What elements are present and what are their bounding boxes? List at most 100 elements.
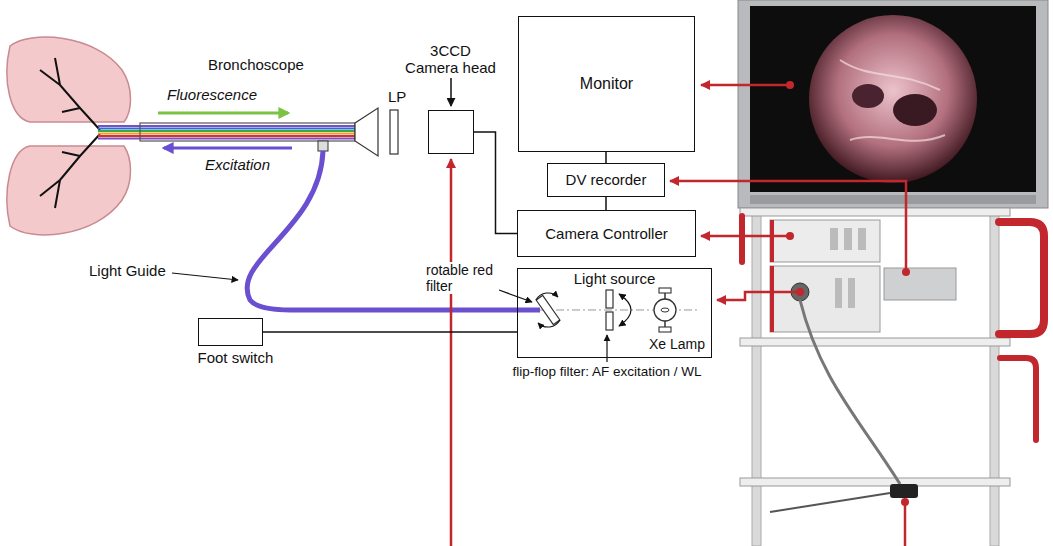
equipment-photo-part bbox=[770, 266, 880, 332]
light-source-parts-part bbox=[659, 327, 671, 332]
part-label: Bronchoscope bbox=[207, 56, 305, 73]
equipment-photo-part bbox=[800, 300, 900, 484]
equipment-photo-part bbox=[740, 478, 1010, 486]
part-label: rotable red filter bbox=[425, 262, 499, 294]
equipment-photo-part bbox=[750, 6, 1036, 192]
flow-arrows bbox=[158, 113, 292, 148]
node-text: 3CCD Camera head bbox=[404, 42, 498, 77]
node-text: DV recorder bbox=[566, 171, 647, 188]
equipment-photo-part bbox=[740, 208, 1010, 216]
node-text: Camera Controller bbox=[545, 225, 668, 242]
leader-lines-part bbox=[499, 290, 532, 302]
connector-line bbox=[474, 132, 517, 234]
light-source-parts-part-part bbox=[536, 295, 560, 324]
red-pointer-lines-part bbox=[796, 288, 804, 296]
red-pointer-lines-part bbox=[701, 235, 790, 238]
monitor-box: Monitor bbox=[518, 16, 695, 152]
light-source-parts bbox=[536, 288, 676, 332]
lp-filter-part bbox=[390, 110, 398, 154]
equipment-photo-part bbox=[740, 338, 1010, 346]
bronchoscope-part bbox=[140, 123, 355, 141]
red-pointer-lines-part bbox=[786, 232, 794, 240]
light-source-parts-part bbox=[619, 294, 631, 326]
equipment-photo-part bbox=[844, 228, 852, 250]
red-pointer-lines-part bbox=[670, 181, 906, 272]
connector-line bbox=[605, 152, 607, 163]
light-source-parts-part bbox=[538, 320, 560, 327]
leader-lines bbox=[172, 78, 607, 362]
equipment-photo-part bbox=[990, 208, 999, 546]
equipment-photo-part bbox=[999, 222, 1044, 334]
equipment-photo-part bbox=[893, 94, 937, 126]
red-pointer-lines-part bbox=[786, 81, 794, 89]
connector-line bbox=[605, 197, 607, 210]
part-label: Xe Lamp bbox=[648, 336, 706, 352]
part-label: flip-flop filter: AF excitation / WL bbox=[512, 364, 703, 380]
bronchoscope-part bbox=[98, 127, 356, 129]
red-pointer-lines-part bbox=[901, 498, 909, 506]
controller-box: Camera Controller bbox=[517, 210, 696, 257]
bronchoscope-part bbox=[98, 125, 356, 127]
bronchoscope-part bbox=[98, 130, 356, 132]
bronchoscope-part bbox=[98, 132, 356, 134]
connector-line bbox=[263, 331, 517, 333]
light-source-parts-part bbox=[661, 308, 669, 312]
equipment-photo-part bbox=[770, 220, 774, 262]
equipment-photo-part bbox=[752, 208, 761, 546]
bronchoscope-part bbox=[98, 135, 356, 137]
equipment-photo-part bbox=[890, 484, 918, 498]
flow-arrows-part bbox=[164, 147, 292, 150]
equipment-photo-part bbox=[738, 0, 1048, 208]
equipment-photo-part bbox=[770, 493, 890, 512]
light-source-parts-part bbox=[606, 290, 613, 308]
lungs-part bbox=[7, 146, 131, 235]
leader-lines-part bbox=[172, 273, 238, 280]
equipment-photo-part bbox=[884, 268, 956, 300]
light-guide bbox=[247, 151, 700, 310]
filter-label: LP bbox=[387, 88, 407, 105]
equipment-photo-part bbox=[1000, 358, 1036, 440]
foot-switch-box: Foot switch bbox=[198, 318, 263, 346]
equipment-photo bbox=[738, 0, 1048, 546]
red-pointer-lines-part bbox=[904, 502, 907, 546]
light-source-parts-part bbox=[536, 293, 558, 300]
node-text: Foot switch bbox=[198, 349, 274, 366]
light-source-parts-part bbox=[654, 299, 676, 321]
signal-label: Excitation bbox=[204, 156, 271, 173]
leader-lines-part bbox=[450, 78, 452, 106]
light-source-parts-part bbox=[606, 312, 613, 330]
bronchoscope-part bbox=[318, 141, 328, 151]
signal-label: Fluorescence bbox=[166, 86, 258, 103]
red-pointer-lines-part bbox=[701, 84, 790, 87]
equipment-photo-part bbox=[750, 195, 1036, 204]
node-text: Monitor bbox=[580, 75, 633, 93]
lp-filter bbox=[390, 110, 398, 154]
red-pointer-lines bbox=[451, 81, 910, 546]
lungs-part bbox=[40, 58, 100, 208]
red-pointer-lines-part bbox=[902, 268, 910, 276]
equipment-photo-part bbox=[835, 278, 842, 308]
equipment-photo-part bbox=[770, 266, 774, 332]
red-pointer-lines-part bbox=[450, 159, 453, 546]
equipment-photo-part bbox=[770, 220, 880, 262]
camera-head-box: 3CCD Camera head bbox=[428, 110, 474, 154]
equipment-photo-part bbox=[809, 15, 977, 183]
bronchoscope-part bbox=[355, 108, 378, 156]
red-pointer-lines-part bbox=[717, 292, 800, 300]
equipment-photo-part bbox=[739, 216, 745, 262]
light-source-parts-part bbox=[659, 288, 671, 293]
equipment-photo-part bbox=[848, 278, 855, 308]
part-label: Light Guide bbox=[88, 262, 167, 279]
light-source-parts-part bbox=[536, 295, 560, 324]
equipment-photo-part bbox=[840, 60, 945, 141]
recorder-box: DV recorder bbox=[547, 163, 665, 197]
equipment-photo-part bbox=[858, 228, 866, 250]
lungs-part bbox=[7, 37, 131, 122]
bronchoscope bbox=[98, 108, 378, 156]
bronchoscope-part bbox=[98, 137, 356, 139]
equipment-photo-part bbox=[852, 84, 884, 108]
node-text: Light source bbox=[574, 270, 656, 287]
flow-arrows-part bbox=[158, 112, 288, 115]
equipment-photo-part bbox=[830, 228, 838, 250]
